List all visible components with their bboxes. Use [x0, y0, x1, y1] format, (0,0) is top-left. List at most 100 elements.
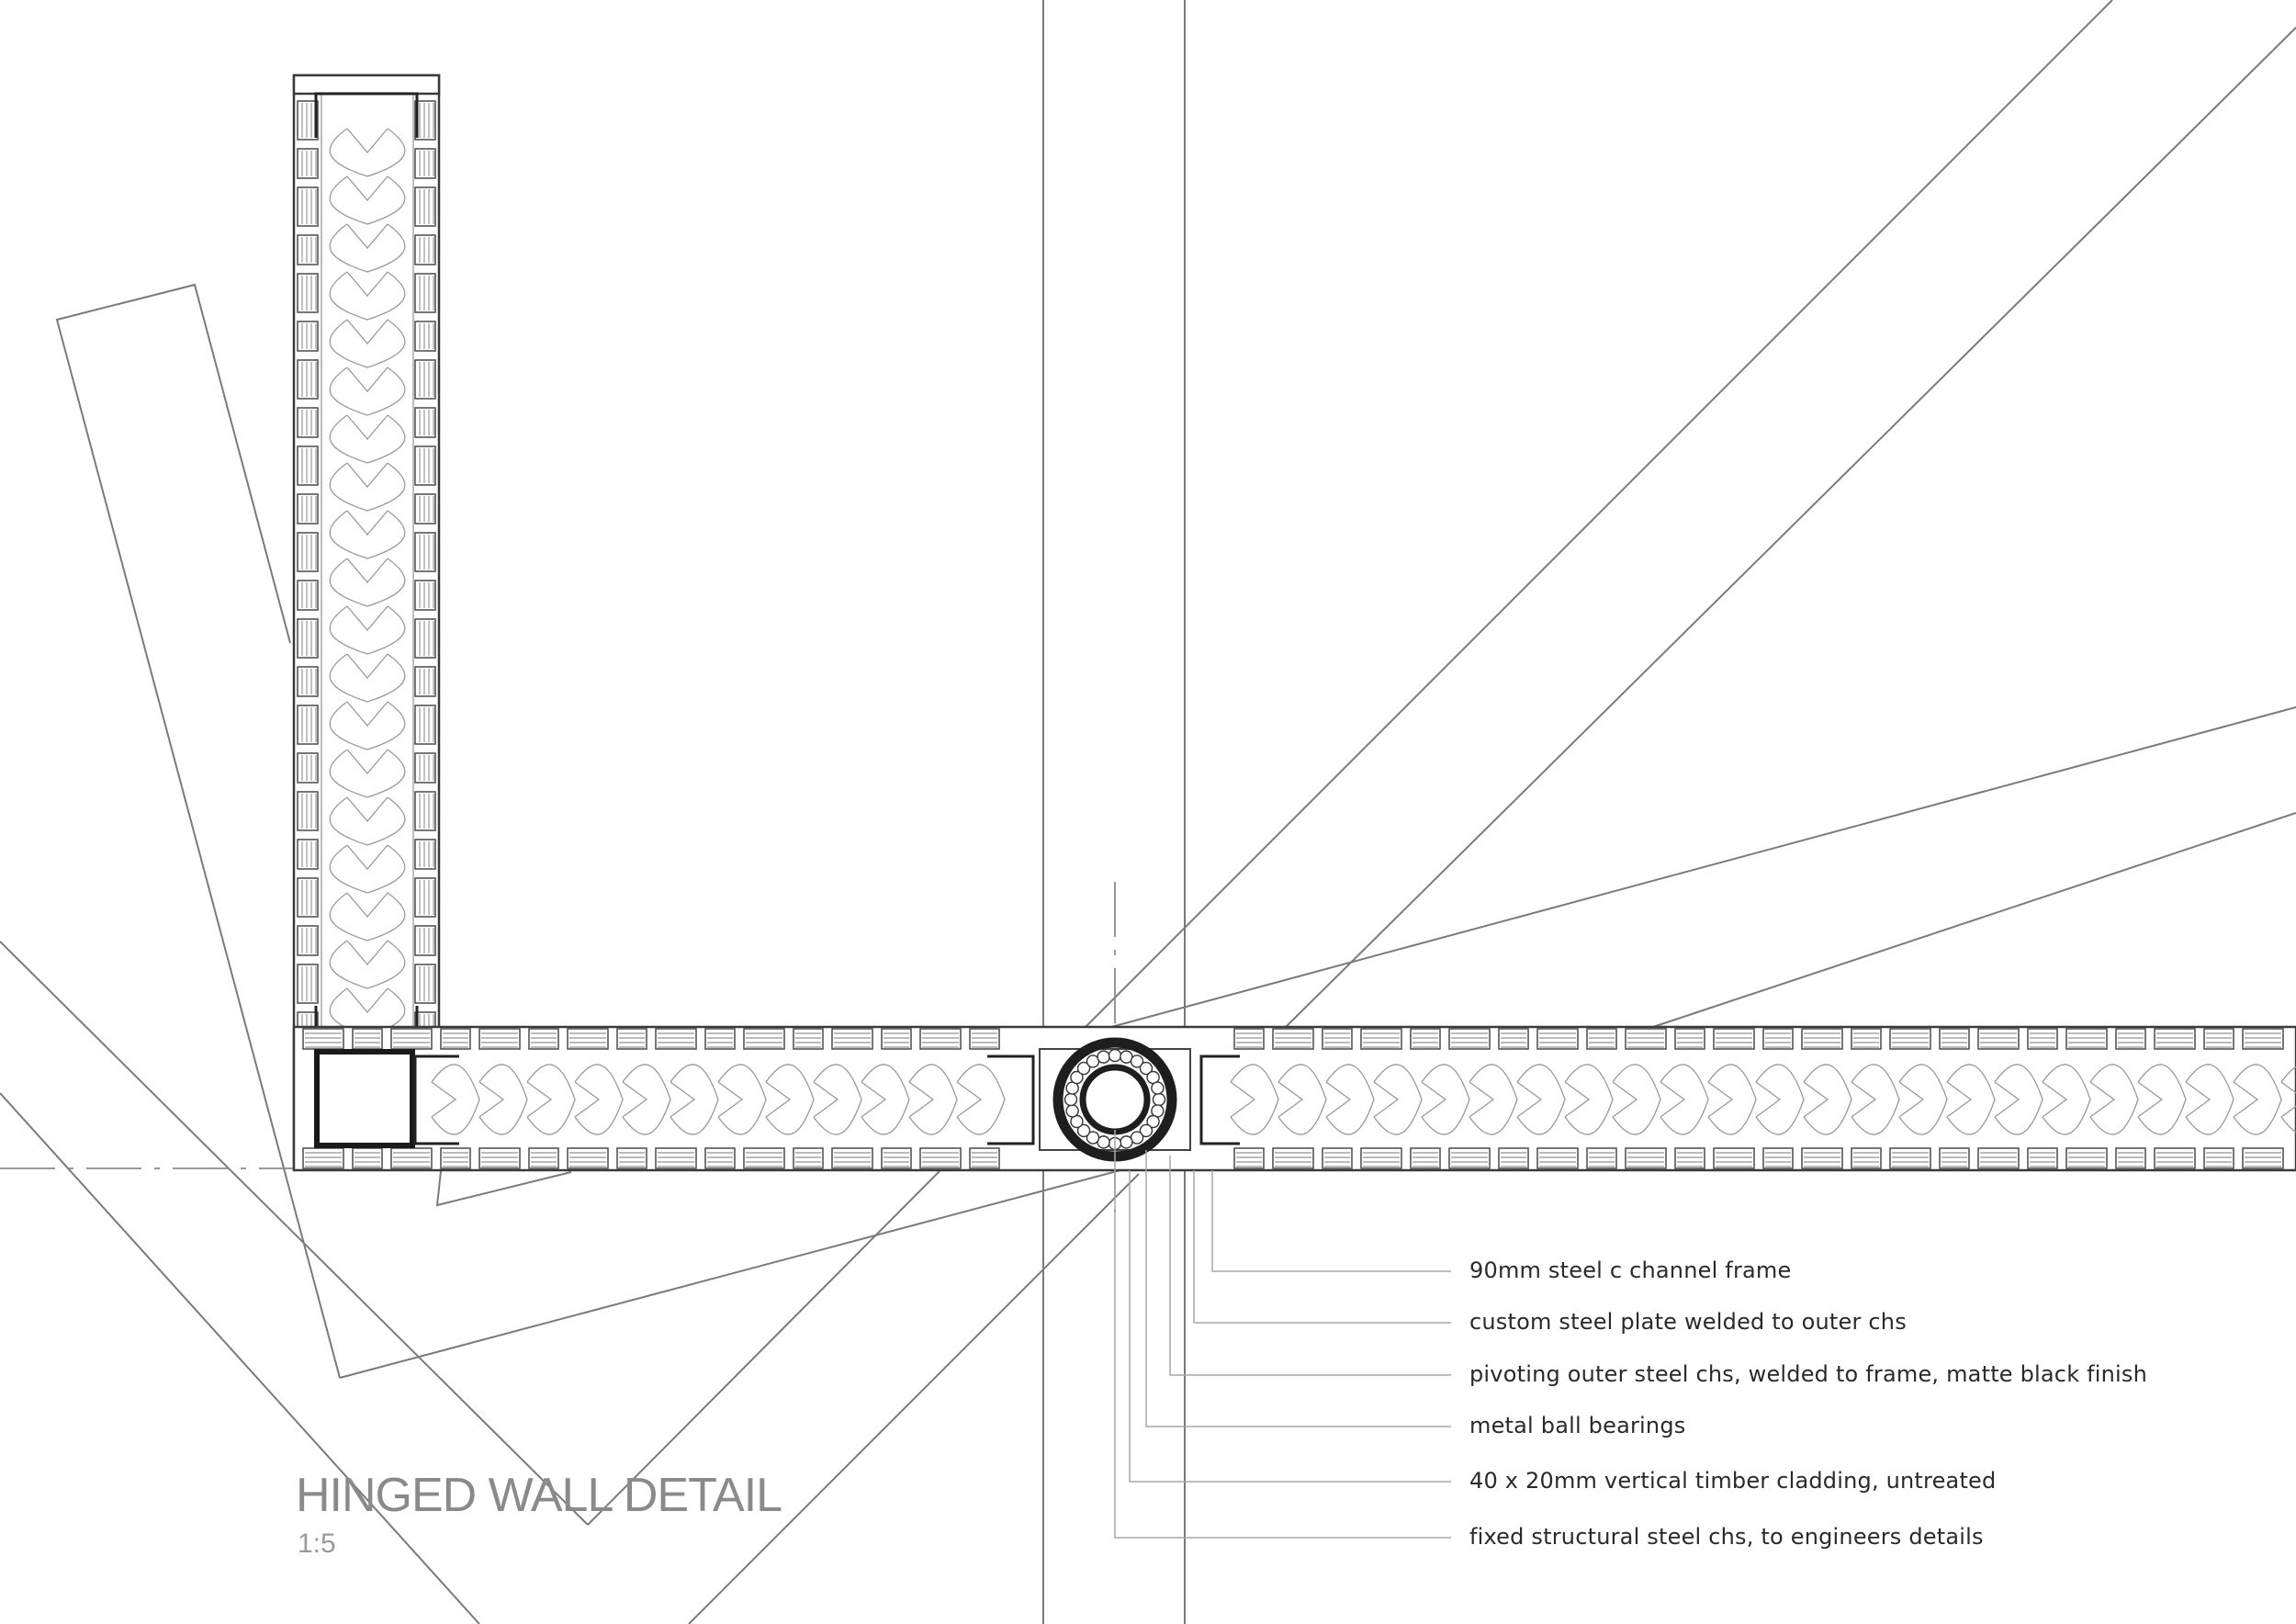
- cladding-board: [297, 148, 319, 179]
- cladding-board: [414, 877, 436, 918]
- cladding-board: [2027, 1028, 2058, 1050]
- cladding-board: [414, 359, 436, 400]
- cladding-board: [1233, 1147, 1265, 1169]
- cladding-board: [2242, 1147, 2284, 1169]
- annotation-steel-plate: custom steel plate welded to outer chs: [1469, 1309, 1907, 1335]
- leader-lines: [1114, 1130, 1451, 1539]
- cladding-board: [414, 925, 436, 956]
- cladding-board: [414, 532, 436, 572]
- cladding-board: [1272, 1028, 1314, 1050]
- annotation-ball-bearings: metal ball bearings: [1469, 1413, 1686, 1438]
- cladding-board: [743, 1028, 785, 1050]
- cladding-board: [1586, 1147, 1617, 1169]
- cladding-board: [1586, 1028, 1617, 1050]
- ball-bearing: [1076, 1123, 1091, 1138]
- cladding-board: [528, 1028, 559, 1050]
- cladding-board: [1625, 1147, 1667, 1169]
- cladding-board: [567, 1147, 609, 1169]
- cladding-board: [743, 1147, 785, 1169]
- cladding-board: [793, 1147, 824, 1169]
- cladding-board: [414, 618, 436, 659]
- cladding-board: [704, 1147, 736, 1169]
- cladding-board: [1674, 1028, 1705, 1050]
- cladding-board: [1233, 1028, 1265, 1050]
- cladding-board: [414, 186, 436, 227]
- cladding-board: [302, 1147, 344, 1169]
- cladding-board: [414, 580, 436, 611]
- ball-bearing: [1097, 1050, 1110, 1064]
- ball-bearing: [1120, 1135, 1133, 1149]
- fixed-structural-chs: [1079, 1064, 1151, 1135]
- horizontal-wall-section: [292, 1025, 2296, 1172]
- cladding-board: [2203, 1147, 2234, 1169]
- cladding-board: [414, 493, 436, 524]
- cladding-board: [1851, 1147, 1882, 1169]
- cladding-board: [297, 359, 319, 400]
- annotation-c-channel: 90mm steel c channel frame: [1469, 1257, 1792, 1283]
- cladding-board: [1498, 1147, 1529, 1169]
- ball-bearing: [1070, 1070, 1084, 1085]
- cladding-board: [2203, 1028, 2234, 1050]
- cladding-board: [440, 1147, 471, 1169]
- cladding-board: [297, 666, 319, 697]
- cladding-board: [1272, 1147, 1314, 1169]
- cladding-board: [1889, 1028, 1931, 1050]
- cladding-board: [1939, 1147, 1970, 1169]
- cladding-board: [2115, 1147, 2146, 1169]
- cladding-board: [440, 1028, 471, 1050]
- cladding-board: [297, 532, 319, 572]
- cladding-board: [414, 148, 436, 179]
- cladding-board: [297, 186, 319, 227]
- vertical-wall-section: [292, 73, 441, 1170]
- cladding-board: [414, 234, 436, 265]
- cladding-board: [1801, 1028, 1843, 1050]
- cladding-board: [297, 445, 319, 486]
- ball-bearing: [1065, 1104, 1079, 1118]
- cladding-board: [390, 1147, 433, 1169]
- cladding-board: [297, 964, 319, 1004]
- cladding-board: [655, 1028, 697, 1050]
- cladding-board: [297, 877, 319, 918]
- cladding-board: [1851, 1028, 1882, 1050]
- cladding-board: [297, 580, 319, 611]
- cladding-board: [414, 407, 436, 438]
- cladding-board: [919, 1147, 962, 1169]
- cladding-board: [414, 705, 436, 745]
- ball-bearing: [1064, 1092, 1078, 1107]
- cladding-board: [1360, 1147, 1402, 1169]
- cladding-board: [414, 964, 436, 1004]
- cladding-board: [616, 1028, 647, 1050]
- cladding-board: [1625, 1028, 1667, 1050]
- cladding-board: [1889, 1147, 1931, 1169]
- annotation-pivoting-chs: pivoting outer steel chs, welded to fram…: [1469, 1361, 2148, 1387]
- cladding-board: [352, 1028, 383, 1050]
- ball-bearings: [1064, 1048, 1166, 1151]
- cladding-board: [831, 1028, 873, 1050]
- cladding-board: [297, 839, 319, 870]
- cladding-board: [2242, 1028, 2284, 1050]
- cladding-board: [969, 1147, 1000, 1169]
- cladding-board: [2065, 1028, 2108, 1050]
- cladding-board: [1977, 1147, 2020, 1169]
- cladding-board: [297, 791, 319, 831]
- annotation-timber-cladding: 40 x 20mm vertical timber cladding, untr…: [1469, 1468, 1997, 1494]
- cladding-board: [1713, 1147, 1755, 1169]
- cladding-board: [1536, 1147, 1579, 1169]
- cladding-board: [1448, 1028, 1491, 1050]
- ball-bearing: [1151, 1081, 1165, 1095]
- cladding-board: [2115, 1028, 2146, 1050]
- cladding-board: [297, 234, 319, 265]
- cladding-board: [2027, 1147, 2058, 1169]
- ball-bearing: [1076, 1061, 1091, 1076]
- cladding-board: [655, 1147, 697, 1169]
- cladding-board: [302, 1028, 344, 1050]
- cladding-board: [414, 791, 436, 831]
- cladding-board: [1498, 1028, 1529, 1050]
- cladding-board: [528, 1147, 559, 1169]
- ball-bearing: [1130, 1054, 1144, 1068]
- cladding-board: [793, 1028, 824, 1050]
- cladding-board: [352, 1147, 383, 1169]
- cladding-board: [1713, 1028, 1755, 1050]
- ball-bearing: [1108, 1048, 1122, 1063]
